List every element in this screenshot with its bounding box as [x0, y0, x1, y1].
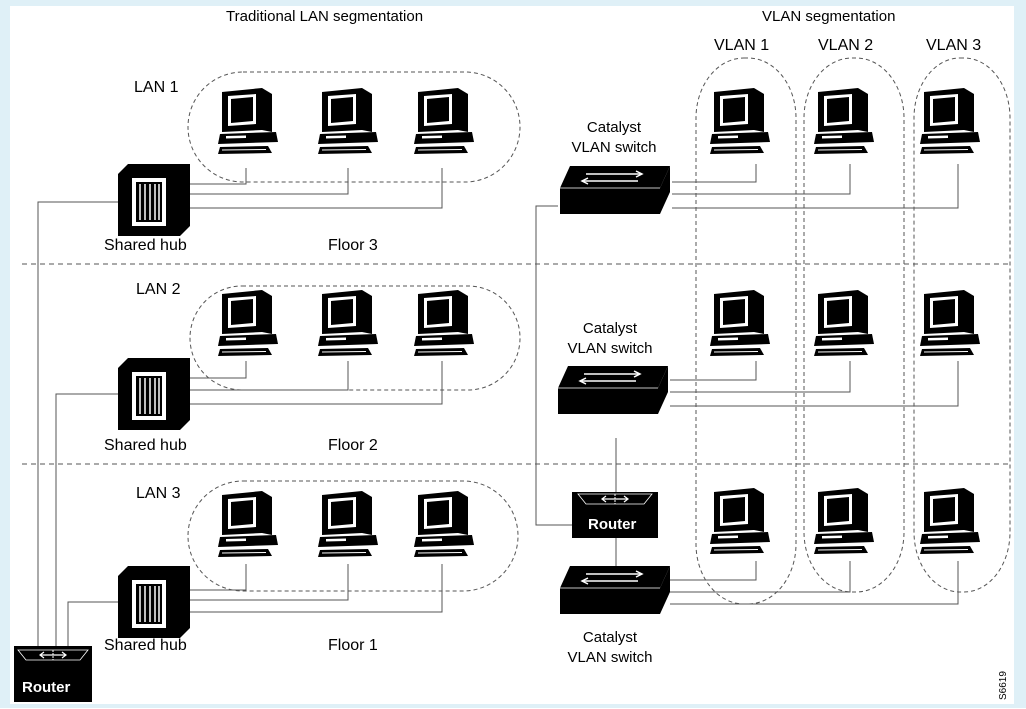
router-label: Router: [588, 516, 636, 533]
workstation-icon: [413, 87, 475, 155]
hub-label-floor3: Shared hub: [104, 237, 187, 254]
vlan-1-label: VLAN 1: [714, 37, 769, 54]
workstation-icon: [919, 289, 981, 357]
shared-hub-icon: [117, 565, 191, 639]
switch-label-floor3-line2: VLAN switch: [571, 139, 656, 156]
vlan-group-1: [695, 57, 797, 605]
catalyst-switch-icon: [559, 565, 671, 615]
vlan-workstations: [709, 87, 981, 555]
router-left: Router: [14, 646, 92, 702]
switch-label-floor2-line1: Catalyst: [583, 320, 638, 337]
hub-label-floor2: Shared hub: [104, 437, 187, 454]
floor-3-label: Floor 3: [328, 237, 378, 254]
workstation-icon: [813, 289, 875, 357]
vlan-group-2: [803, 57, 905, 593]
workstation-icon: [317, 490, 379, 558]
workstation-icon: [709, 487, 771, 555]
workstation-icon: [413, 289, 475, 357]
figure-id: S6619: [998, 671, 1009, 700]
router-label: Router: [22, 679, 70, 696]
lan-3-label: LAN 3: [136, 485, 181, 502]
workstation-icon: [919, 487, 981, 555]
header-vlan: VLAN segmentation: [762, 8, 895, 25]
switch-label-floor3-line1: Catalyst: [587, 119, 642, 136]
network-cables: [37, 164, 959, 660]
header-traditional: Traditional LAN segmentation: [226, 8, 423, 25]
hub-label-floor1: Shared hub: [104, 637, 187, 654]
catalyst-switch-icon: [559, 165, 671, 215]
lan-group-2: [189, 285, 521, 391]
catalyst-switches: [557, 165, 671, 615]
workstation-icon: [813, 487, 875, 555]
workstation-icon: [217, 490, 279, 558]
diagram-canvas: Router Router Traditional LAN segmentati…: [10, 6, 1014, 704]
workstation-icon: [709, 289, 771, 357]
switch-label-floor1-line2: VLAN switch: [567, 649, 652, 666]
catalyst-switch-icon: [557, 365, 669, 415]
workstation-icon: [217, 289, 279, 357]
floor-1-label: Floor 1: [328, 637, 378, 654]
floor-2-label: Floor 2: [328, 437, 378, 454]
workstation-icon: [217, 87, 279, 155]
vlan-groups: [695, 57, 1011, 605]
vlan-3-label: VLAN 3: [926, 37, 981, 54]
floor-dividers: [22, 263, 1010, 465]
workstation-icon: [317, 87, 379, 155]
lan-1-label: LAN 1: [134, 79, 179, 96]
workstation-icon: [317, 289, 379, 357]
workstation-icon: [709, 87, 771, 155]
vlan-diagram: Router Router Traditional LAN segmentati…: [14, 8, 1011, 702]
vlan-2-label: VLAN 2: [818, 37, 873, 54]
workstation-icon: [919, 87, 981, 155]
workstation-icon: [413, 490, 475, 558]
workstation-icon: [813, 87, 875, 155]
router-right: Router: [572, 492, 658, 538]
vlan-group-3: [913, 57, 1011, 593]
switch-label-floor2-line2: VLAN switch: [567, 340, 652, 357]
lan-workstations: [217, 87, 475, 558]
lan-group-1: [187, 71, 521, 183]
shared-hubs: [117, 163, 191, 639]
lan-2-label: LAN 2: [136, 281, 181, 298]
lan-groups: [187, 71, 521, 592]
shared-hub-icon: [117, 357, 191, 431]
shared-hub-icon: [117, 163, 191, 237]
switch-label-floor1-line1: Catalyst: [583, 629, 638, 646]
